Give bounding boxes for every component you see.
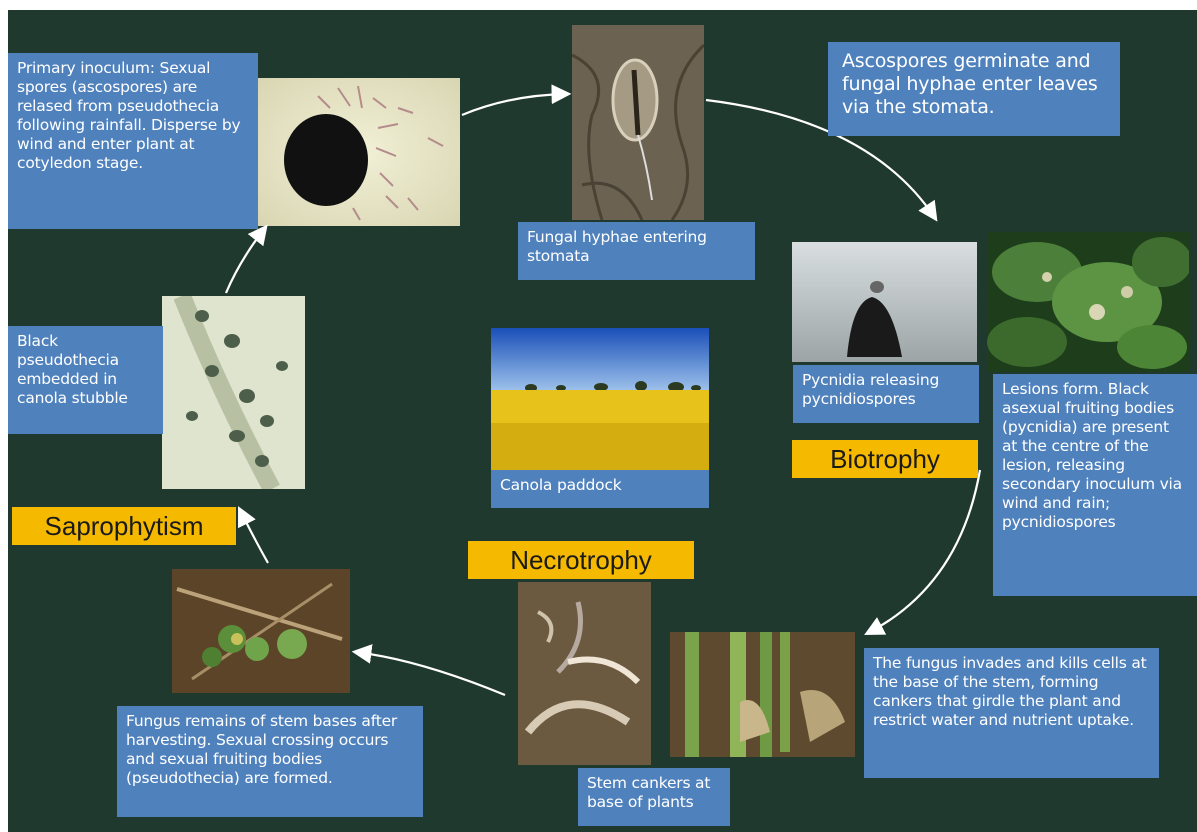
biotrophy-label: Biotrophy (792, 440, 978, 478)
fungus-remains-box: Fungus remains of stem bases after harve… (117, 706, 423, 817)
necrotrophy-label: Necrotrophy (468, 541, 694, 579)
saprophytism-label: Saprophytism (12, 507, 236, 545)
fungus-invades-box: The fungus invades and kills cells at th… (864, 648, 1159, 778)
lesions-form-box: Lesions form. Black asexual fruiting bod… (993, 374, 1197, 596)
primary-inoculum-box: Primary inoculum: Sexual spores (ascospo… (8, 53, 258, 229)
fungal-hyphae-entering-box: Fungal hyphae entering stomata (518, 222, 755, 280)
pycnidia-releasing-box: Pycnidia releasing pycnidiospores (793, 365, 979, 423)
canola-paddock-box: Canola paddock (491, 470, 709, 508)
stem-cankers-box: Stem cankers at base of plants (578, 768, 730, 826)
black-pseudothecia-box: Black pseudothecia embedded in canola st… (8, 326, 163, 434)
ascospores-germinate-box: Ascospores germinate and fungal hyphae e… (828, 42, 1120, 136)
